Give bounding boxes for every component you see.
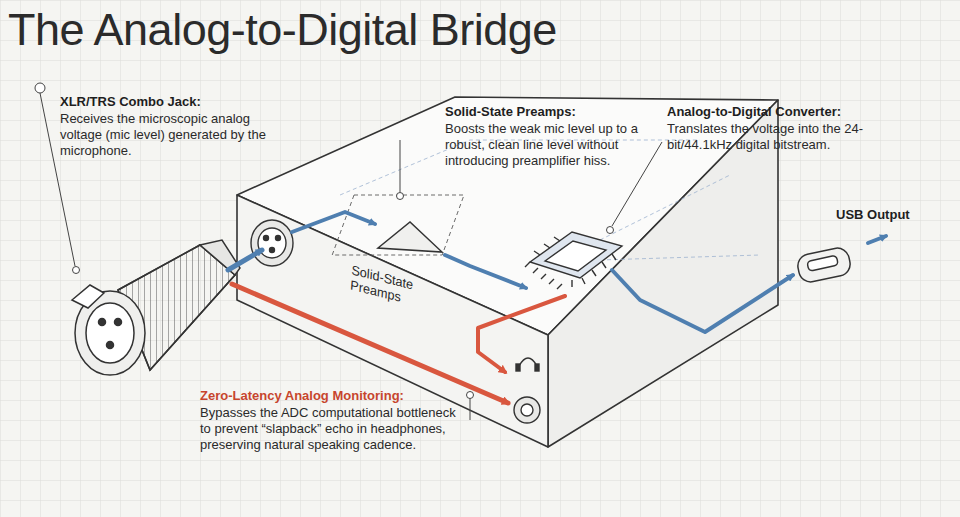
xlr-plug [72, 240, 240, 375]
signal-path [228, 212, 886, 403]
callout-heading: Analog-to-Digital Converter: [667, 104, 907, 120]
xlr-jack [251, 220, 293, 266]
leader-lines [35, 83, 662, 420]
callout-heading: XLR/TRS Combo Jack: [60, 94, 295, 110]
callout-body: Bypasses the ADC computational bottlenec… [200, 405, 462, 453]
preamp-symbol [378, 222, 442, 252]
callout-heading: Zero-Latency Analog Monitoring: [200, 388, 465, 404]
title: The Analog-to-Digital Bridge [8, 4, 557, 56]
usb-plug [796, 246, 853, 284]
callout-body: Translates the voltage into the 24-bit/4… [667, 121, 892, 153]
adc-chip [525, 232, 622, 289]
callout-heading: Solid-State Preamps: [445, 104, 660, 120]
headphone-jack [514, 358, 540, 423]
part-name: USB Output [836, 207, 910, 223]
callout-body: Boosts the weak mic level up to a robust… [445, 121, 655, 169]
callout-body: Receives the microscopic analog voltage … [60, 111, 295, 159]
